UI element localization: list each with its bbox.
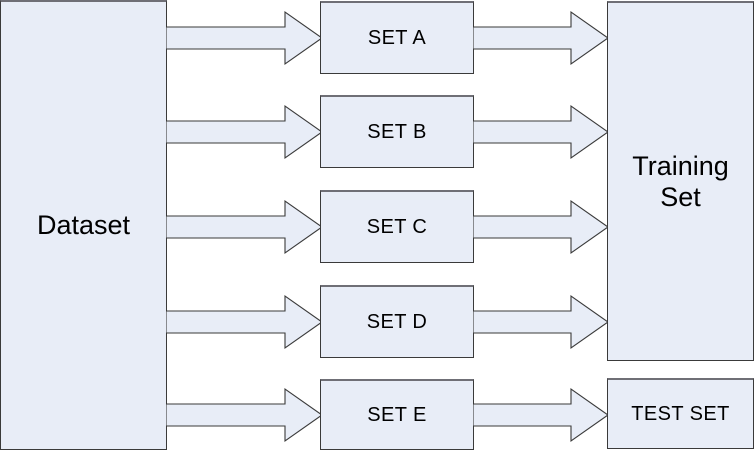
arrow-dataset-to-set-a: [166, 10, 323, 66]
node-set-d[interactable]: SET D: [320, 285, 474, 358]
arrow-set-c-to-training-set: [473, 199, 609, 255]
arrow-set-b-to-training-set: [473, 104, 609, 160]
node-dataset[interactable]: Dataset: [0, 0, 167, 450]
arrow-dataset-to-set-e: [166, 387, 323, 443]
arrow-dataset-to-set-c: [166, 199, 323, 255]
node-training-set-label: Training Set: [632, 151, 729, 212]
node-set-c[interactable]: SET C: [320, 190, 474, 263]
node-training-set[interactable]: Training Set: [607, 1, 754, 361]
arrow-set-a-to-training-set: [473, 10, 609, 66]
arrow-set-d-to-training-set: [473, 294, 609, 350]
node-test-set-label: TEST SET: [631, 402, 730, 425]
node-dataset-label: Dataset: [36, 210, 131, 241]
arrow-dataset-to-set-b: [166, 104, 323, 160]
node-set-a[interactable]: SET A: [320, 1, 474, 74]
node-set-e[interactable]: SET E: [320, 379, 474, 450]
node-set-b-label: SET B: [367, 120, 427, 143]
node-set-b[interactable]: SET B: [320, 95, 474, 168]
node-test-set[interactable]: TEST SET: [607, 378, 754, 449]
arrow-set-e-to-test-set: [473, 387, 609, 443]
node-set-e-label: SET E: [367, 403, 427, 426]
node-set-a-label: SET A: [367, 26, 427, 49]
node-set-d-label: SET D: [366, 310, 428, 333]
arrow-dataset-to-set-d: [166, 294, 323, 350]
node-set-c-label: SET C: [366, 215, 428, 238]
